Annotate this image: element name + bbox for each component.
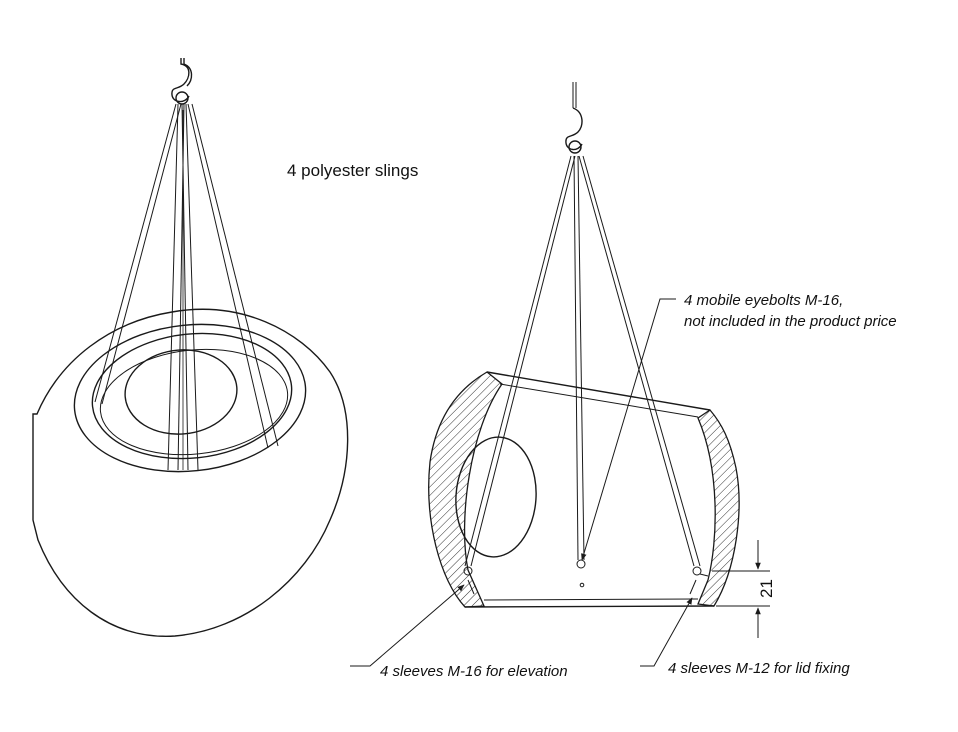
planter-body-outline xyxy=(32,308,349,637)
leader-eyebolts xyxy=(581,298,676,561)
label-polyester-slings: 4 polyester slings xyxy=(287,161,418,180)
label-sleeves-elevation: 4 sleeves M-16 for elevation xyxy=(380,663,568,680)
lifting-hook-right xyxy=(565,82,583,154)
drain-hole-left xyxy=(124,349,238,435)
label-eyebolts-line1: 4 mobile eyebolts M-16, xyxy=(684,292,843,309)
dimension-value: 21 xyxy=(757,579,776,598)
section-wall-left xyxy=(428,371,503,608)
lifting-hook-left xyxy=(171,58,193,105)
section-bottom xyxy=(464,605,715,608)
section-wall-right xyxy=(697,409,740,607)
polyester-slings-right xyxy=(464,155,701,567)
planter-perspective-view xyxy=(32,58,349,637)
leader-sleeves-lid xyxy=(640,597,693,667)
planter-rim-outer xyxy=(73,323,307,473)
label-sleeves-lid: 4 sleeves M-12 for lid fixing xyxy=(668,660,850,677)
eyebolt-right xyxy=(692,566,702,576)
eyebolt-center xyxy=(576,559,586,569)
label-eyebolts-line2: not included in the product price xyxy=(684,313,897,330)
section-top-edge xyxy=(486,371,711,411)
leader-sleeves-elevation xyxy=(350,584,465,667)
eyebolt-left xyxy=(463,566,473,576)
polyester-slings-left xyxy=(94,103,279,471)
dimension-21: 21 xyxy=(712,540,776,638)
drain-hole-right xyxy=(455,436,537,558)
planter-section-view: 21 xyxy=(350,82,776,667)
